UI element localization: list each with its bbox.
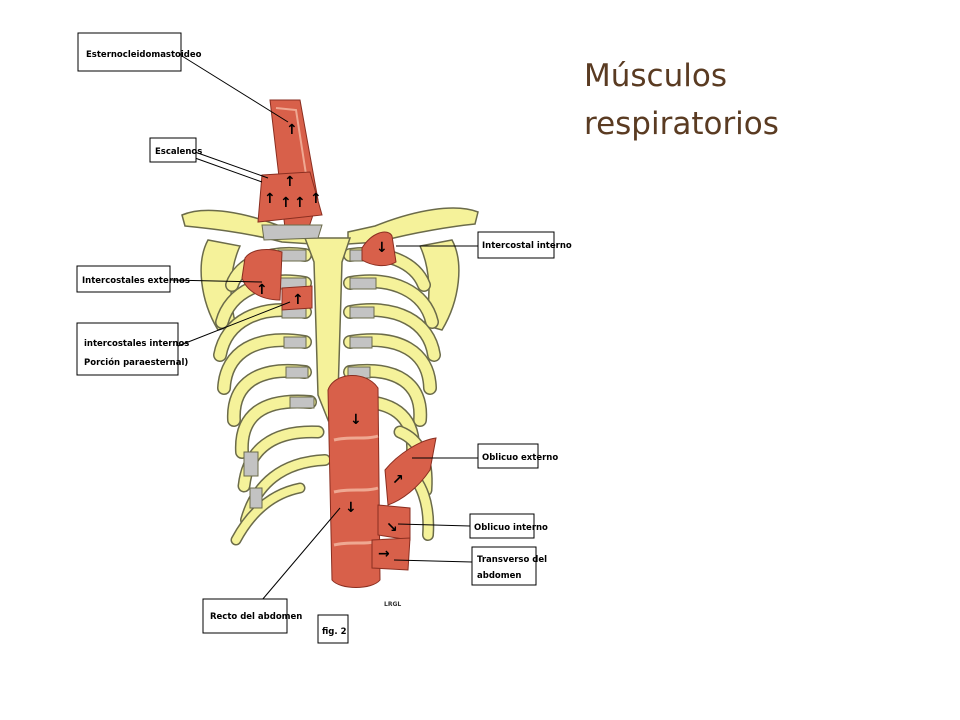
label-parasternal-intercostals: intercostales internos Porción paraester… [76,322,189,376]
slide-title-line-2: respiratorios [584,106,779,142]
label-rectus-abdominis: Recto del abdomen [202,598,302,634]
svg-text:↓: ↓ [376,240,388,256]
svg-text:fig. 2: fig. 2 [322,627,347,637]
svg-text:↓: ↓ [345,500,357,516]
leader-lines [169,55,478,601]
svg-text:Recto del abdomen: Recto del abdomen [210,612,302,622]
svg-text:Oblicuo interno: Oblicuo interno [474,523,548,533]
label-transversus-abdominis: Transverso del abdomen [471,546,547,586]
svg-text:→: → [378,546,390,562]
svg-text:↑: ↑ [310,191,322,207]
external-intercostal-muscles [241,249,313,311]
label-external-intercostals: Intercostales externos [76,265,190,293]
neck-muscles [257,99,323,241]
label-internal-oblique: Oblicuo interno [469,513,548,539]
label-scalenes: Escalenos [149,137,202,163]
internal-intercostal-muscle [361,231,397,267]
svg-text:↘: ↘ [386,520,398,536]
svg-text:Intercostal interno: Intercostal interno [482,241,572,251]
illustrator-signature: LRGL [384,601,401,608]
svg-text:↑: ↑ [280,195,292,211]
slide-title: Músculos respiratorios [584,52,924,148]
svg-text:Escalenos: Escalenos [155,147,202,157]
svg-text:Transverso del: Transverso del [477,555,547,565]
svg-text:↑: ↑ [256,282,268,298]
svg-text:↗: ↗ [392,472,404,488]
label-internal-intercostal: Intercostal interno [477,231,572,259]
svg-text:↑: ↑ [286,122,298,138]
svg-text:Oblicuo externo: Oblicuo externo [482,453,558,463]
svg-text:Esternocleidomastoideo: Esternocleidomastoideo [86,50,202,60]
svg-text:↑: ↑ [292,292,304,308]
svg-text:abdomen: abdomen [477,571,521,581]
label-sternocleidomastoid: Esternocleidomastoideo [77,32,202,72]
label-external-oblique: Oblicuo externo [477,443,558,469]
svg-text:↑: ↑ [284,174,296,190]
abdominal-wall-muscles [371,437,437,571]
svg-text:intercostales internos: intercostales internos [84,339,189,349]
svg-text:↑: ↑ [264,191,276,207]
action-arrows: ↑ ↑ ↑ ↑ ↑ ↑ ↑ ↑ ↓ ↓ ↓ ↗ ↘ → [256,122,404,562]
svg-text:Intercostales externos: Intercostales externos [82,276,190,286]
slide-title-line-1: Músculos [584,58,727,94]
figure-number-label: fig. 2 [317,614,349,644]
svg-text:↓: ↓ [350,412,362,428]
svg-text:↑: ↑ [294,195,306,211]
svg-text:Porción paraesternal): Porción paraesternal) [84,357,188,368]
